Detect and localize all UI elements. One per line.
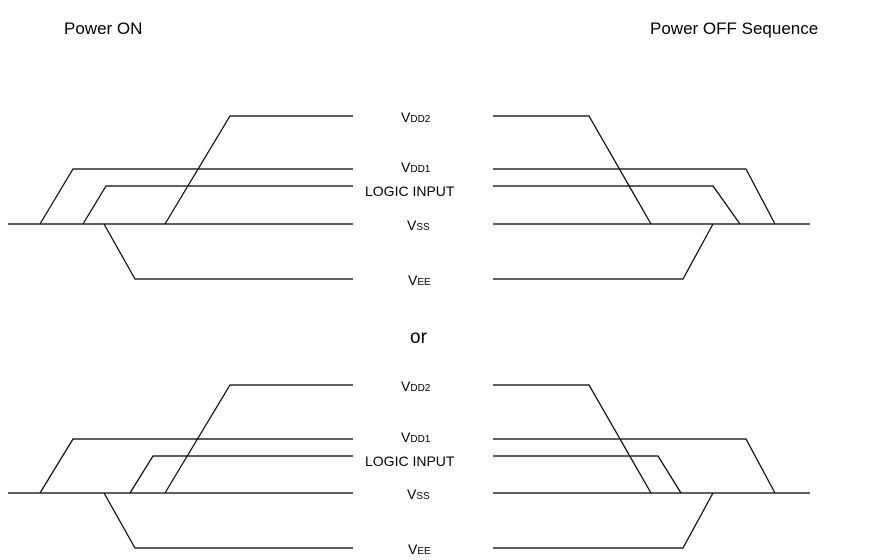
upper-vee-label: VEE xyxy=(408,272,431,288)
upper-sequence: VDD2 VDD1 LOGIC INPUT VSS VEE xyxy=(8,109,810,288)
lower-sequence: VDD2 VDD1 LOGIC INPUT VSS VEE xyxy=(8,378,810,557)
upper-left-logic-input-trace xyxy=(82,185,353,225)
or-separator: or xyxy=(410,327,428,348)
lower-left-vdd1-trace xyxy=(39,438,353,494)
power-off-sequence-title: Power OFF Sequence xyxy=(650,19,818,38)
upper-right-vdd1-trace xyxy=(493,168,776,225)
lower-left-vdd2-trace xyxy=(164,384,353,494)
lower-vdd2-label: VDD2 xyxy=(401,378,431,394)
lower-vee-label: VEE xyxy=(408,541,431,557)
lower-vdd1-label: VDD1 xyxy=(401,429,431,445)
lower-left-logic-input-trace xyxy=(129,455,353,494)
lower-left-vee-trace xyxy=(103,492,353,549)
upper-left-vdd2-trace xyxy=(164,115,353,225)
upper-right-logic-input-trace xyxy=(493,185,741,225)
power-on-title: Power ON xyxy=(64,19,142,38)
upper-vss-label: VSS xyxy=(407,217,430,233)
upper-right-vee-trace xyxy=(493,223,714,280)
upper-left-vdd1-trace xyxy=(39,168,353,225)
lower-right-vee-trace xyxy=(493,492,714,549)
lower-right-vdd2-trace xyxy=(493,384,652,494)
upper-logic-input-label: LOGIC INPUT xyxy=(365,183,455,199)
upper-right-vdd2-trace xyxy=(493,115,652,225)
upper-left-vee-trace xyxy=(103,223,353,280)
lower-right-logic-input-trace xyxy=(493,455,682,494)
lower-logic-input-label: LOGIC INPUT xyxy=(365,453,455,469)
lower-vss-label: VSS xyxy=(407,486,430,502)
upper-vdd1-label: VDD1 xyxy=(401,159,431,175)
upper-vdd2-label: VDD2 xyxy=(401,109,431,125)
lower-right-vdd1-trace xyxy=(493,438,776,494)
